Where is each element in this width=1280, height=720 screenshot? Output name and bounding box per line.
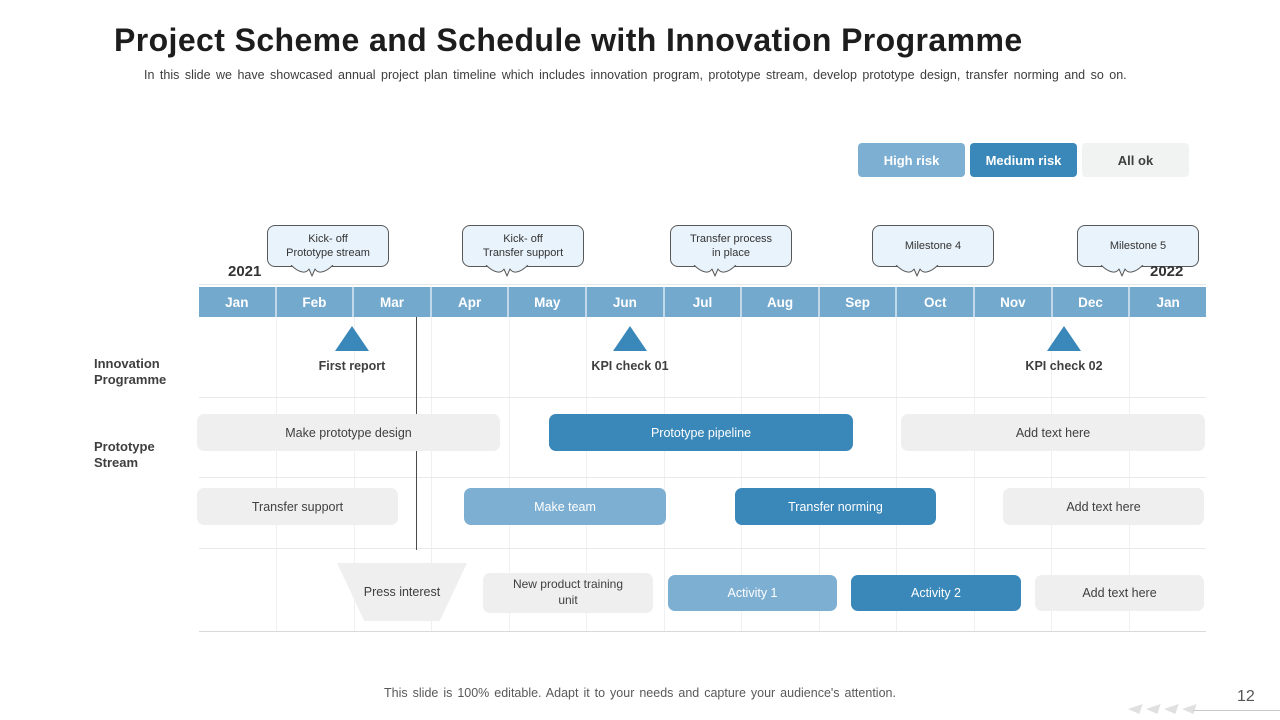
chevron-left-icon <box>1126 704 1143 714</box>
month-cell-may[interactable]: May <box>509 287 588 317</box>
milestone-triangle-icon[interactable] <box>335 326 369 351</box>
grid-line <box>276 317 277 632</box>
bar-add-text-row3[interactable]: Add text here <box>1003 488 1204 525</box>
chevron-left-icon <box>1144 704 1161 714</box>
milestone-label-kpi-check-02: KPI check 02 <box>1025 359 1103 373</box>
year-end-label: 2022 <box>1150 263 1184 280</box>
callout-label: Transfer process in place <box>689 232 773 259</box>
legend-high-risk[interactable]: High risk <box>858 143 965 177</box>
gantt-grid: First report KPI check 01 KPI check 02 M… <box>197 317 1206 632</box>
callout-milestone-4[interactable]: Milestone 4 <box>872 225 994 277</box>
callout-tail <box>485 265 529 277</box>
grid-line <box>974 317 975 632</box>
page-title: Project Scheme and Schedule with Innovat… <box>114 22 1023 58</box>
month-cell-apr[interactable]: Apr <box>432 287 510 317</box>
chevron-left-icon <box>1180 704 1197 714</box>
grid-line <box>1129 317 1130 632</box>
chevron-left-icon <box>1162 704 1179 714</box>
row-label-innovation-programme: Innovation Programme <box>94 356 167 387</box>
month-header-row: Jan Feb Mar Apr May Jun Jul Aug Sep Oct … <box>199 287 1206 317</box>
callout-label: Kick- off Transfer support <box>482 232 564 259</box>
bar-transfer-support[interactable]: Transfer support <box>197 488 398 525</box>
shape-press-interest[interactable]: Press interest <box>337 563 467 621</box>
header-guide-line <box>199 284 1206 285</box>
callout-tail <box>290 265 334 277</box>
callout-transfer-process[interactable]: Transfer process in place <box>670 225 792 277</box>
callout-label: Milestone 4 <box>904 239 962 252</box>
month-cell-dec[interactable]: Dec <box>1053 287 1131 317</box>
grid-line <box>199 631 1206 632</box>
grid-line <box>896 317 897 632</box>
legend-medium-risk[interactable]: Medium risk <box>970 143 1077 177</box>
grid-line <box>354 317 355 632</box>
callout-label: Milestone 5 <box>1109 239 1167 252</box>
grid-line <box>1051 317 1052 632</box>
callout-tail <box>895 265 939 277</box>
bar-activity-2[interactable]: Activity 2 <box>851 575 1021 611</box>
bar-make-prototype-design[interactable]: Make prototype design <box>197 414 500 451</box>
page-number: 12 <box>1237 688 1255 705</box>
grid-line <box>199 548 1206 549</box>
month-cell-jul[interactable]: Jul <box>665 287 743 317</box>
grid-line <box>586 317 587 632</box>
callout-kickoff-transfer-support[interactable]: Kick- off Transfer support <box>462 225 584 277</box>
bar-activity-1[interactable]: Activity 1 <box>668 575 837 611</box>
month-cell-jan2[interactable]: Jan <box>1156 294 1180 310</box>
month-cell-jun[interactable]: Jun <box>587 287 665 317</box>
grid-line <box>664 317 665 632</box>
milestone-label-first-report: First report <box>318 359 386 373</box>
grid-line <box>431 317 432 632</box>
callout-tail <box>693 265 737 277</box>
callout-kickoff-prototype-stream[interactable]: Kick- off Prototype stream <box>267 225 389 277</box>
grid-line <box>199 477 1206 478</box>
month-cell-mar[interactable]: Mar <box>354 287 432 317</box>
callout-milestone-5[interactable]: Milestone 5 <box>1077 225 1199 277</box>
month-cell-feb[interactable]: Feb <box>277 287 355 317</box>
bar-make-team[interactable]: Make team <box>464 488 666 525</box>
bar-prototype-pipeline[interactable]: Prototype pipeline <box>549 414 853 451</box>
slide-subtitle: In this slide we have showcased annual p… <box>144 68 1127 82</box>
bar-new-product-training-unit[interactable]: New product training unit <box>483 573 653 613</box>
page-number-rule <box>1193 710 1280 711</box>
bar-add-text-row2[interactable]: Add text here <box>901 414 1205 451</box>
milestone-triangle-icon[interactable] <box>1047 326 1081 351</box>
month-cell-nov[interactable]: Nov <box>975 287 1053 317</box>
callout-tail <box>1100 265 1144 277</box>
legend-all-ok[interactable]: All ok <box>1082 143 1189 177</box>
grid-line <box>199 397 1206 398</box>
bar-transfer-norming[interactable]: Transfer norming <box>735 488 936 525</box>
grid-line <box>819 317 820 632</box>
milestone-triangle-icon[interactable] <box>613 326 647 351</box>
risk-legend: High risk Medium risk All ok <box>858 143 1189 177</box>
grid-line <box>741 317 742 632</box>
editable-note: This slide is 100% editable. Adapt it to… <box>384 686 896 700</box>
month-cell-jan[interactable]: Jan <box>199 287 277 317</box>
month-cell-oct[interactable]: Oct <box>897 287 976 317</box>
month-cell-sep[interactable]: Sep <box>820 287 898 317</box>
callout-label: Kick- off Prototype stream <box>286 232 370 259</box>
month-cell-aug[interactable]: Aug <box>742 287 820 317</box>
year-start-label: 2021 <box>228 263 262 280</box>
grid-line <box>509 317 510 632</box>
milestone-label-kpi-check-01: KPI check 01 <box>591 359 669 373</box>
row-label-prototype-stream: Prototype Stream <box>94 439 155 470</box>
bar-add-text-row4[interactable]: Add text here <box>1035 575 1204 611</box>
